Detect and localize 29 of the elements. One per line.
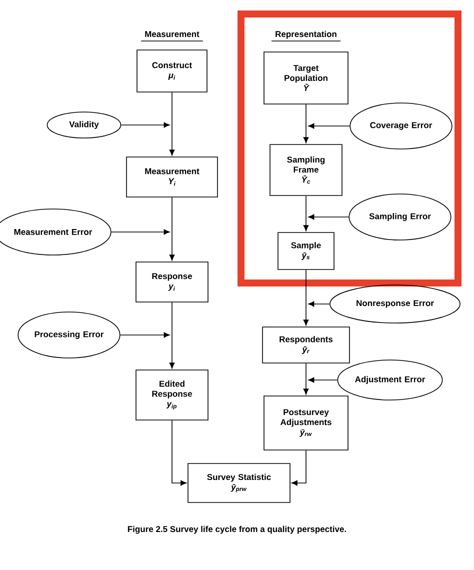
process-box: Target Population Ȳ [264,52,348,104]
arrow [308,301,330,307]
column-heading: Representation [276,30,336,39]
arrow [291,450,306,486]
arrow [110,229,170,235]
column-heading: Measurement [145,31,200,38]
arrow [169,197,175,261]
arrow [308,377,338,383]
process-box: Measurement Y$_{i}$ [126,156,218,198]
arrow [303,104,309,144]
arrow [172,420,187,486]
process-box: Edited Response y$_{ip}$ [136,370,208,420]
process-box: Sampling Frame Ȳ$_{c}$ [270,144,342,196]
figure-caption: Figure 2.5 Survey life cycle from a quality perspective. [128,526,346,534]
process-box: Postsurvey Adjustments ȳ$_{rw}$ [264,396,348,450]
arrow [308,123,350,129]
arrow [169,92,175,156]
arrow [303,363,309,395]
process-box: Construct μ$_{i}$ [136,50,208,92]
arrow [303,270,309,326]
process-box: Respondents ȳ$_{r}$ [262,326,350,364]
arrow [120,332,170,338]
arrow [169,302,175,369]
process-box: Sample ȳ$_{s}$ [278,232,334,270]
arrow [120,122,170,128]
process-box: Response y$_{i}$ [136,262,208,302]
arrow [303,196,309,232]
process-box: Survey Statistic ȳ$_{prw}$ [188,463,290,503]
arrow [308,214,350,220]
